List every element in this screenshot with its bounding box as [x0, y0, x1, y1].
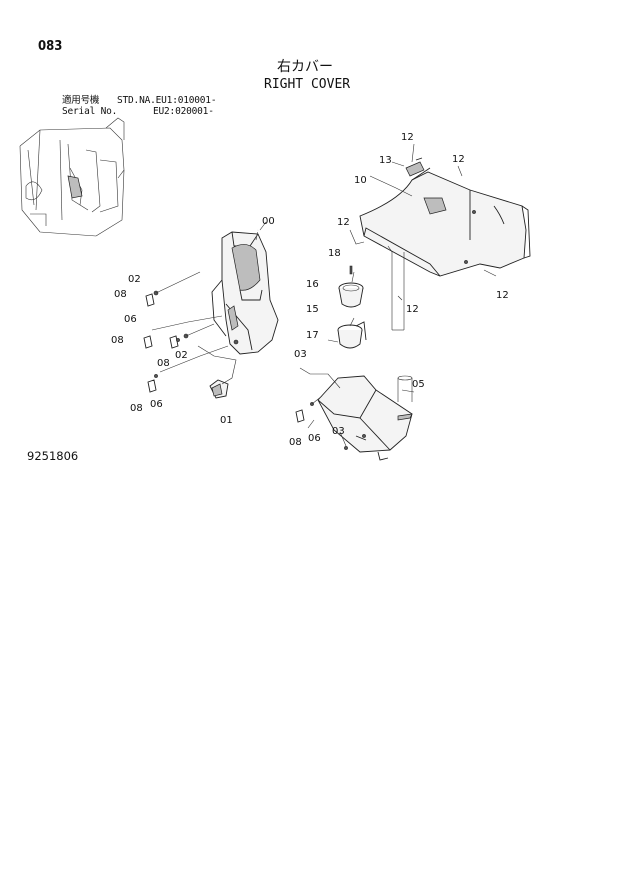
callout-02: 02	[128, 274, 141, 285]
callout-labels: 00 01 02 02 03 03 05 06 06 06 08 08 08 0…	[111, 132, 509, 448]
callout-13: 13	[379, 155, 392, 166]
serial-value-2: EU2:020001-	[153, 106, 214, 117]
callout-16: 16	[306, 279, 319, 290]
callout-08: 08	[157, 358, 170, 369]
serial-label-japanese: 適用号機	[62, 95, 100, 106]
callout-03: 03	[294, 349, 307, 360]
callout-05: 05	[412, 379, 425, 390]
callout-03: 03	[332, 426, 345, 437]
fasteners	[143, 290, 366, 450]
title-japanese: 右カバー	[277, 59, 333, 75]
callout-10: 10	[354, 175, 367, 186]
callout-12: 12	[337, 217, 350, 228]
drawing-reference-number: 9251806	[27, 449, 79, 463]
callout-02: 02	[175, 350, 188, 361]
callout-12: 12	[496, 290, 509, 301]
callout-06: 06	[124, 314, 137, 325]
cab-location-thumbnail	[19, 117, 125, 237]
callout-06: 06	[150, 399, 163, 410]
title-english: RIGHT COVER	[264, 77, 351, 92]
page-number: 083	[38, 39, 63, 54]
upper-cover-10	[359, 167, 531, 277]
callout-17: 17	[306, 330, 319, 341]
callout-08: 08	[111, 335, 124, 346]
callout-12: 12	[406, 304, 419, 315]
callout-08: 08	[130, 403, 143, 414]
bracket-13	[405, 157, 425, 177]
cup-holder-16	[338, 282, 364, 308]
callout-01: 01	[220, 415, 233, 426]
callout-12: 12	[401, 132, 414, 143]
screw-18	[349, 265, 353, 275]
lower-cover-05	[317, 375, 413, 461]
callout-08: 08	[289, 437, 302, 448]
callout-15: 15	[306, 304, 319, 315]
leader-lines	[151, 143, 497, 447]
callout-08: 08	[114, 289, 127, 300]
callout-06: 06	[308, 433, 321, 444]
holder-bracket-17	[337, 321, 367, 349]
serial-label-english: Serial No.	[62, 106, 118, 117]
serial-value-1: STD.NA.EU1:010001-	[117, 95, 217, 106]
callout-12: 12	[452, 154, 465, 165]
callout-00: 00	[262, 216, 275, 227]
part-01	[209, 379, 229, 399]
mounting-post	[387, 245, 413, 402]
callout-18: 18	[328, 248, 341, 259]
cover-panel-00	[211, 229, 279, 355]
